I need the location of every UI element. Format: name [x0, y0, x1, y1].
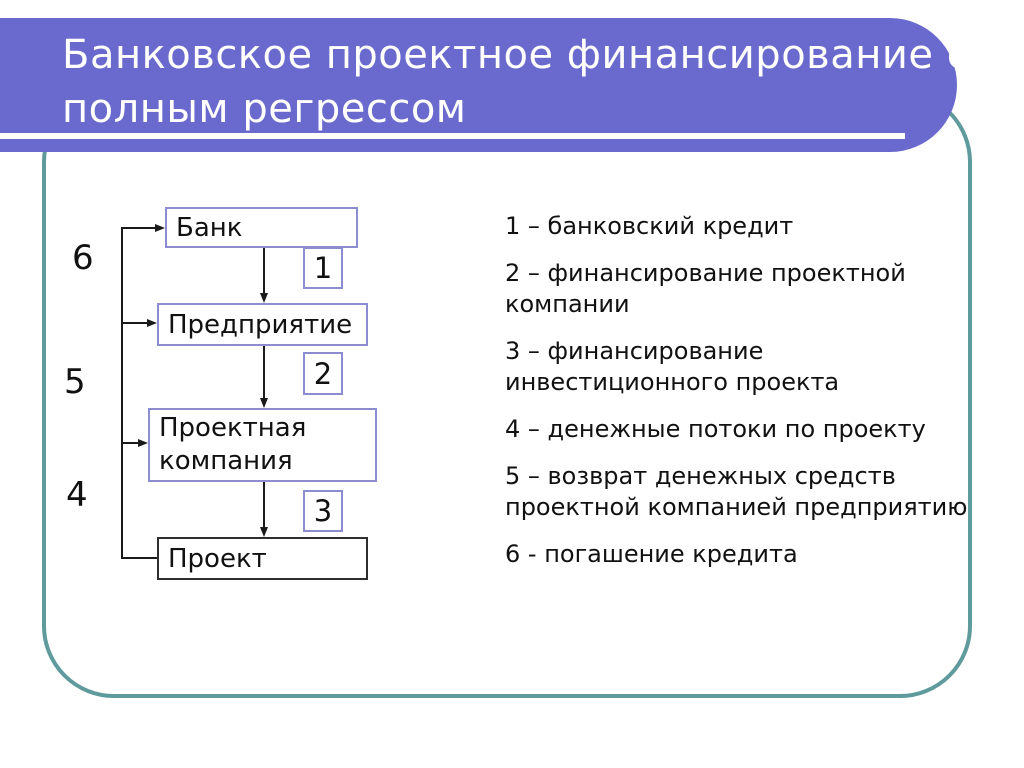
legend-item-3: 3 – финансирование инвестиционного проек…	[505, 337, 840, 396]
legend-item-5: 5 – возврат денежных средств проектной к…	[505, 462, 968, 521]
title-underline	[0, 133, 905, 139]
node-bank: Банк	[165, 207, 358, 248]
slide-header: Банковское проектное финансирование с по…	[0, 18, 969, 152]
edge-badge-1: 1	[303, 247, 343, 289]
return-flow-label-6: 6	[72, 238, 94, 278]
node-bank-label: Банк	[176, 212, 243, 243]
legend: 1 – банковский кредит 2 – финансирование…	[505, 211, 1024, 586]
edge-badge-2: 2	[303, 352, 343, 395]
edge-badge-3: 3	[303, 490, 343, 532]
slide-title-line-2: полным регрессом	[62, 86, 467, 132]
node-project: Проект	[157, 537, 368, 580]
legend-item-6: 6 - погашение кредита	[505, 540, 798, 568]
node-enterprise: Предприятие	[157, 303, 368, 346]
legend-item-1: 1 – банковский кредит	[505, 212, 794, 240]
node-enterprise-label: Предприятие	[168, 309, 353, 340]
slide-title: Банковское проектное финансирование с по…	[62, 28, 969, 136]
legend-item-4: 4 – денежные потоки по проекту	[505, 415, 926, 443]
node-project-company-label: Проектная компания	[159, 413, 307, 476]
node-project-company: Проектная компания	[148, 408, 377, 482]
legend-item-2: 2 – финансирование проектной компании	[505, 259, 906, 318]
return-flow-label-5: 5	[64, 362, 86, 402]
slide-title-line-1: Банковское проектное финансирование с	[62, 32, 970, 78]
return-flow-label-4: 4	[66, 475, 88, 515]
node-project-label: Проект	[168, 543, 267, 574]
